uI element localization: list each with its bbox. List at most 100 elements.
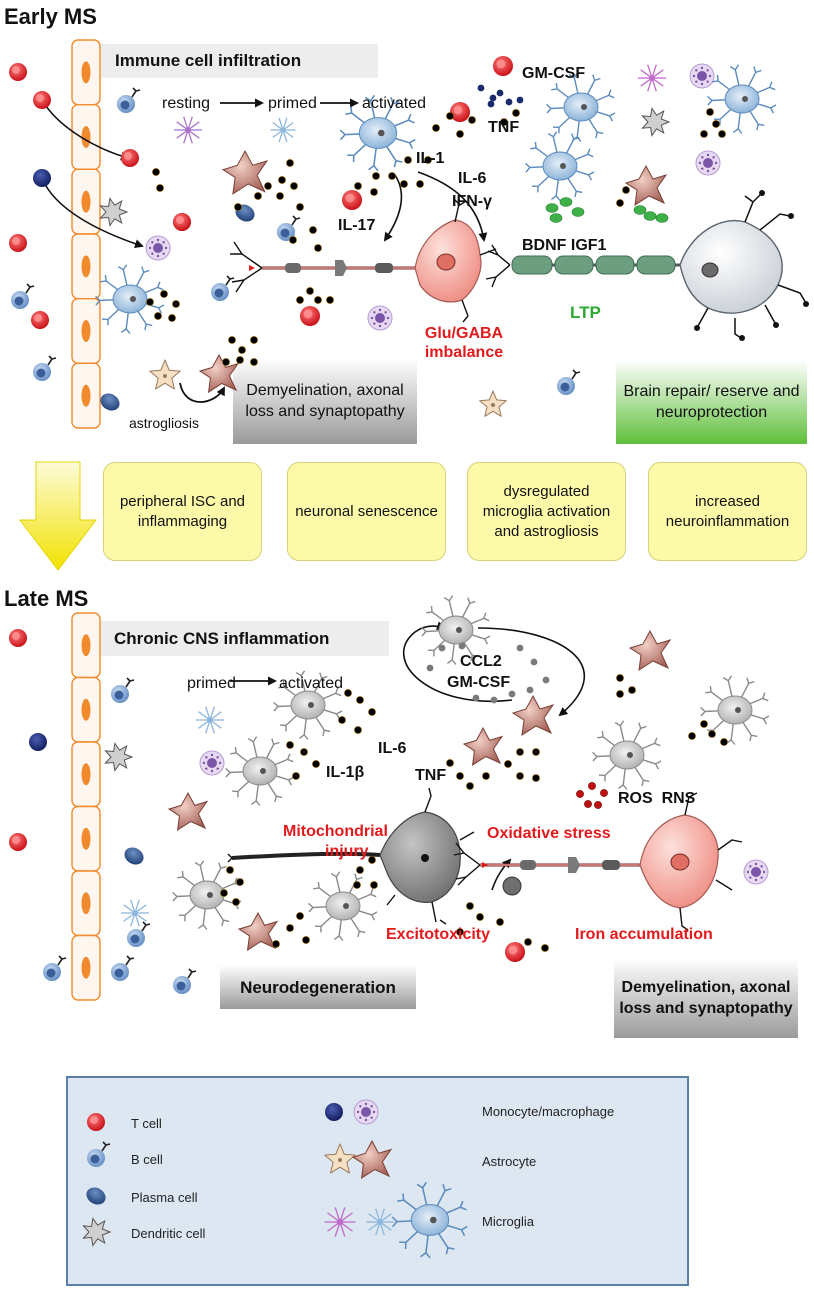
endothelial-nucleus [81, 763, 91, 786]
legend-label-plasma-cell: Plasma cell [131, 1190, 198, 1205]
cytokine-dot [146, 298, 154, 306]
cytokine-dot [446, 112, 454, 120]
cytokine-dot [353, 881, 361, 889]
label-il6-early: IL-6 [458, 170, 487, 187]
cytokine-dot [289, 236, 297, 244]
endothelial-nucleus [81, 190, 91, 213]
reactive-astrocyte [198, 353, 240, 394]
b-cell [87, 1141, 111, 1167]
microglia [707, 64, 777, 134]
cytokine-dot [370, 881, 378, 889]
cytokine-dot [250, 336, 258, 344]
cytokine-dot [532, 774, 540, 782]
resting-microglia [196, 706, 224, 734]
ros-dot [594, 801, 602, 809]
excitotoxicity-arrow [491, 858, 512, 891]
cytokine-dot [706, 108, 714, 116]
endothelial-nucleus [81, 320, 91, 342]
cytokine-dot [232, 898, 240, 906]
cytokine-dot [504, 760, 512, 768]
cytokine-dot [250, 358, 258, 366]
cytokine-dot [622, 186, 630, 194]
early-injured-neuron [230, 198, 497, 323]
label-mito-line1: Mitochondrial [283, 823, 388, 840]
cytokine-dot [228, 336, 236, 344]
neurodegeneration-box: Neurodegeneration [220, 965, 416, 1009]
cytokine-dot [222, 358, 230, 366]
label-il6-late: IL-6 [378, 740, 407, 757]
early-demyelination-box: Demyelination, axonal loss and synaptopa… [233, 358, 417, 444]
resting-microglia [366, 1208, 394, 1236]
endothelial-nucleus [81, 698, 91, 721]
cytokine-dot [446, 759, 454, 767]
reactive-astrocyte [237, 911, 279, 951]
cytokine-dot [156, 184, 164, 192]
label-glu-gaba-line: Glu/GABA [425, 325, 504, 342]
ccl2-dot [508, 690, 516, 698]
label-tnf-late: TNF [415, 767, 446, 784]
monocyte [29, 733, 47, 751]
dendritic-cell [104, 742, 134, 772]
cytokine-dot [372, 172, 380, 180]
astrocyte-nucleus [338, 1158, 342, 1162]
cytokine-dot [456, 772, 464, 780]
cytokine-dot [466, 902, 474, 910]
cytokine-dot [700, 130, 708, 138]
resting-microglia [638, 64, 666, 92]
cytokine-dot [404, 156, 412, 164]
ros-dot [584, 800, 592, 808]
b-cell [211, 275, 235, 301]
label-il1: IL-1 [416, 150, 445, 167]
legend-label-dendritic-cell: Dendritic cell [131, 1226, 206, 1241]
ccl2-dot [526, 686, 534, 694]
label-mito-line2: injury [325, 843, 369, 860]
growth-factor-dot [655, 213, 669, 223]
t-cell-migration-arrow [41, 99, 130, 161]
label-gmcsf-late: GM-CSF [447, 674, 510, 691]
t-cell [505, 942, 525, 962]
microglia [592, 720, 662, 790]
macrophage [145, 235, 171, 261]
reactive-astrocyte [624, 164, 668, 207]
ccl2-dot [530, 658, 538, 666]
reactive-astrocyte [511, 694, 555, 737]
cytokine-dot [160, 290, 168, 298]
cytokine-dot [468, 116, 476, 124]
cytokine-dot [354, 726, 362, 734]
cytokine-dot [712, 120, 720, 128]
transition-box-senescence: neuronal senescence [287, 462, 446, 561]
gmcsf-dot [516, 96, 524, 104]
legend-label-microglia: Microglia [482, 1214, 535, 1229]
blood-vessel-wall-late [71, 612, 101, 1001]
cytokine-dot [708, 730, 716, 738]
label-iron: Iron accumulation [575, 926, 713, 943]
microglia [391, 1181, 468, 1259]
b-cell [33, 355, 57, 381]
microglia [525, 131, 595, 201]
label-oxidative: Oxidative stress [487, 825, 611, 842]
label-il17: IL-17 [338, 217, 375, 234]
b-cell [557, 369, 581, 395]
resting-microglia [270, 117, 296, 143]
endothelial-nucleus [81, 384, 91, 407]
label-mitochondrial: Mitochondrial injury [283, 823, 388, 860]
cytokine-dot [152, 168, 160, 176]
cytokine-dot [296, 203, 304, 211]
cytokine-dot [290, 182, 298, 190]
plasma-cell [86, 1187, 106, 1205]
cytokine-dot [234, 203, 242, 211]
ccl2-dot [438, 644, 446, 652]
cytokine-dot [314, 244, 322, 252]
reactive-astrocyte [167, 791, 209, 832]
ccl2-dot [426, 664, 434, 672]
astrocyte-nucleus [163, 374, 167, 378]
dendritic-cell [99, 197, 129, 227]
b-cell [111, 955, 135, 981]
label-ltp: LTP [570, 303, 601, 322]
t-cell [450, 102, 470, 122]
cytokine-dot [220, 889, 228, 897]
reactive-astrocyte [462, 726, 504, 766]
cytokine-dot [344, 689, 352, 697]
b-cell [117, 87, 141, 113]
t-cell [9, 234, 27, 252]
